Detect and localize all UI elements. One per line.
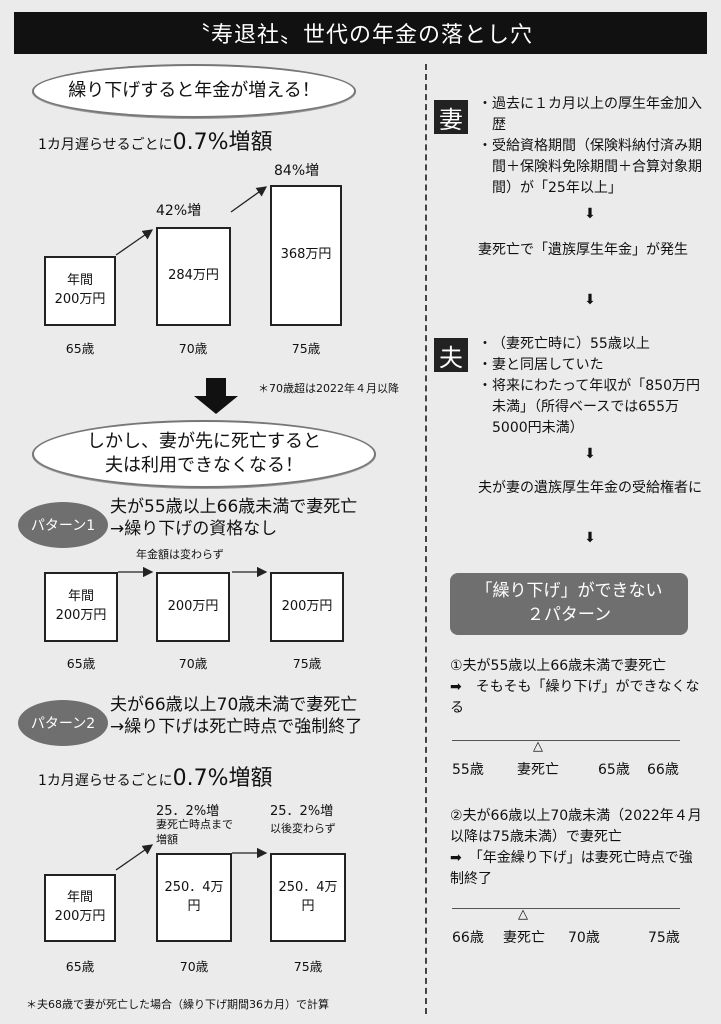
case2-triangle: △	[518, 907, 528, 922]
wife-condition-1: 過去に１カ月以上の厚生年金加入歴	[478, 94, 710, 136]
rate-line-value: 0.7%増額	[172, 130, 273, 155]
wife-kanji-badge: 妻	[434, 100, 468, 134]
p1-box-65: 年間 200万円	[44, 572, 118, 642]
case1-timeline-line	[452, 740, 680, 741]
rate-line-2: 1カ月遅らせるごとに0.7%増額	[38, 760, 273, 792]
p2-box-65: 年間 200万円	[44, 874, 116, 942]
down-arrow-icon: ⬇	[584, 446, 596, 462]
chart1-box-65: 年間 200万円	[44, 256, 116, 326]
husband-result: 夫が妻の遺族厚生年金の受給権者に	[478, 480, 702, 496]
p2-age-75: 75歳	[293, 959, 323, 974]
p2-box-70: 250．4万円	[156, 853, 232, 942]
two-patterns-line1: 「繰り下げ」ができない	[475, 581, 663, 602]
husband-conditions: （妻死亡時に）55歳以上 妻と同居していた 将来にわたって年収が「850万円未満…	[478, 334, 710, 439]
headline-ellipse-1: 繰り下げすると年金が増える！	[32, 64, 356, 118]
p2-increase-1-sub: 妻死亡時点まで 増額	[156, 818, 233, 846]
p2-age-65: 65歳	[65, 959, 95, 974]
case2-timeline-line	[452, 908, 680, 909]
case1-tl-55: 55歳	[452, 762, 484, 778]
husband-condition-1: （妻死亡時に）55歳以上	[478, 334, 710, 355]
husband-condition-2: 妻と同居していた	[478, 355, 710, 376]
arrows-layer	[115, 186, 268, 871]
husband-kanji-badge: 夫	[434, 338, 468, 372]
increase-label-84: 84%増	[274, 163, 320, 179]
wife-result: 妻死亡で「遺族厚生年金」が発生	[478, 242, 688, 258]
headline-ellipse-2: しかし、妻が先に死亡すると 夫は利用できなくなる！	[32, 420, 376, 488]
pattern1-title: 夫が55歳以上66歳未満で妻死亡 →繰り下げの資格なし	[110, 497, 358, 540]
page-title: 〝寿退社〟世代の年金の落とし穴	[14, 12, 707, 54]
case2-tl-70: 70歳	[568, 930, 600, 946]
pattern1-pill: パターン1	[18, 502, 108, 548]
chart1-arrow-1	[115, 229, 154, 256]
case1-tl-66: 66歳	[647, 762, 679, 778]
p2-increase-1: 25．2%増	[156, 804, 220, 819]
p1-age-70: 70歳	[178, 656, 208, 671]
rate-line-1: 1カ月遅らせるごとに0.7%増額	[38, 124, 273, 156]
chart1-box-70: 284万円	[156, 227, 231, 326]
chart1-arrow-2	[230, 186, 268, 213]
pattern2-pill: パターン2	[18, 700, 108, 746]
p1-box-75: 200万円	[270, 572, 344, 642]
p2-increase-2: 25．2%増	[270, 804, 334, 819]
chart1-age-70: 70歳	[178, 341, 208, 356]
down-arrow-icon: ⬇	[584, 292, 596, 308]
wife-condition-2: 受給資格期間（保険料納付済み期間＋保険料免除期間＋合算対象期間）が「25年以上」	[478, 136, 710, 199]
chart1-note: ＊70歳超は2022年４月以降	[258, 382, 399, 395]
p1-age-65: 65歳	[66, 656, 96, 671]
p2-increase-2-sub: 以後変わらず	[270, 822, 336, 835]
case2-tl-75: 75歳	[648, 930, 680, 946]
case1-tl-death: 妻死亡	[517, 762, 559, 778]
pattern1-caption: 年金額は変わらず	[136, 548, 224, 561]
pattern2-title: 夫が66歳以上70歳未満で妻死亡 →繰り下げは死亡時点で強制終了	[110, 695, 363, 738]
rate-line-prefix: 1カ月遅らせるごとに	[38, 137, 173, 153]
column-divider	[425, 64, 427, 1014]
big-down-arrow	[194, 378, 238, 414]
two-patterns-box: 「繰り下げ」ができない ２パターン	[450, 573, 688, 635]
down-arrow-icon: ⬇	[584, 206, 596, 222]
case2-text: ②夫が66歳以上70歳未満（2022年４月以降は75歳未満）で妻死亡 ➡ 「年金…	[450, 808, 702, 887]
down-arrow-icon: ⬇	[584, 530, 596, 546]
p2-arrow-1	[115, 844, 154, 871]
rate-line-2-value: 0.7%増額	[172, 766, 273, 791]
chart1-box-75: 368万円	[270, 185, 342, 326]
p2-box-75: 250．4万円	[270, 853, 346, 942]
wife-conditions: 過去に１カ月以上の厚生年金加入歴 受給資格期間（保険料納付済み期間＋保険料免除期…	[478, 94, 710, 199]
chart1-age-75: 75歳	[291, 341, 321, 356]
chart1-age-65: 65歳	[65, 341, 95, 356]
p2-age-70: 70歳	[179, 959, 209, 974]
footnote: ＊夫68歳で妻が死亡した場合（繰り下げ期間36カ月）で計算	[26, 998, 329, 1011]
husband-condition-3: 将来にわたって年収が「850万円未満」（所得ベースでは655万5000円未満）	[478, 376, 710, 439]
case2-tl-death: 妻死亡	[503, 930, 545, 946]
case1-tl-65: 65歳	[598, 762, 630, 778]
p1-age-75: 75歳	[292, 656, 322, 671]
case2-tl-66: 66歳	[452, 930, 484, 946]
p1-box-70: 200万円	[156, 572, 230, 642]
increase-label-42: 42%増	[156, 203, 202, 219]
rate-line-2-prefix: 1カ月遅らせるごとに	[38, 773, 173, 789]
case1-text: ①夫が55歳以上66歳未満で妻死亡 ➡ そもそも「繰り下げ」ができなくなる	[450, 658, 700, 716]
two-patterns-line2: ２パターン	[526, 605, 612, 625]
case1-triangle: △	[533, 739, 543, 754]
